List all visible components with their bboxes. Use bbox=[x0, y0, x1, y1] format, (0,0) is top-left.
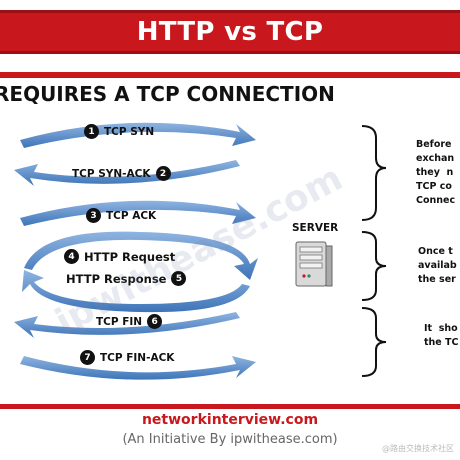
step-label-text: TCP FIN bbox=[96, 315, 143, 328]
footer-band bbox=[0, 404, 460, 409]
step-tcp-syn: 1 TCP SYN bbox=[84, 124, 154, 139]
server-icon bbox=[295, 241, 333, 287]
server-label: SERVER bbox=[292, 222, 339, 234]
arrows-diagram bbox=[14, 122, 387, 380]
diagram-heading-text: REQUIRES A TCP CONNECTION bbox=[0, 82, 335, 106]
step-http-request: 4 HTTP Request bbox=[64, 249, 175, 264]
note-before: Before exchan they n TCP co Connec bbox=[416, 139, 456, 206]
page-title: HTTP vs TCP bbox=[136, 17, 324, 47]
step-number-badge: 1 bbox=[84, 124, 99, 139]
arrow-tcp-fin-ack bbox=[20, 356, 256, 380]
title-band: HTTP vs TCP bbox=[0, 10, 460, 54]
step-number-badge: 2 bbox=[155, 166, 171, 181]
arrow-tcp-syn bbox=[20, 122, 256, 148]
note-once: Once t availab the ser bbox=[418, 246, 457, 285]
step-tcp-ack: 3 TCP ACK bbox=[86, 208, 156, 223]
footer-site-link[interactable]: networkinterview.com bbox=[141, 412, 319, 428]
divider-bar bbox=[0, 72, 460, 78]
diagram-heading: REQUIRES A TCP CONNECTION bbox=[0, 82, 460, 108]
step-number-badge: 4 bbox=[64, 249, 79, 264]
step-number-badge: 7 bbox=[80, 350, 95, 365]
step-label-text: TCP SYN bbox=[104, 125, 155, 138]
brace-2 bbox=[361, 231, 387, 301]
step-label-text: TCP SYN-ACK bbox=[72, 167, 151, 180]
arrow-http-request bbox=[24, 231, 258, 280]
footer-subtitle: (An Initiative By ipwithease.com) bbox=[122, 432, 338, 447]
arrow-tcp-syn-ack bbox=[14, 160, 240, 186]
step-number-badge: 6 bbox=[147, 314, 163, 329]
step-number-badge: 5 bbox=[171, 271, 187, 286]
arrow-tcp-fin bbox=[14, 312, 240, 338]
step-number-badge: 3 bbox=[86, 208, 101, 223]
note-it-should: It sho the TC bbox=[424, 323, 459, 348]
arrow-http-response bbox=[22, 270, 250, 313]
step-tcp-syn-ack: TCP SYN-ACK 2 bbox=[72, 166, 171, 181]
arrow-tcp-ack bbox=[20, 200, 256, 226]
step-tcp-fin-ack: 7 TCP FIN-ACK bbox=[80, 350, 174, 365]
brace-3 bbox=[361, 307, 387, 377]
step-label-text: HTTP Request bbox=[84, 249, 176, 264]
title-bar: HTTP vs TCP bbox=[0, 0, 460, 60]
brace-1 bbox=[361, 125, 387, 221]
step-label-text: HTTP Response bbox=[66, 271, 167, 286]
step-tcp-fin: TCP FIN 6 bbox=[96, 314, 163, 329]
step-label-text: TCP FIN-ACK bbox=[100, 351, 175, 364]
step-http-response: HTTP Response 5 bbox=[66, 271, 187, 286]
corner-watermark: @路由交换技术社区 bbox=[382, 444, 454, 453]
step-label-text: TCP ACK bbox=[106, 209, 157, 222]
